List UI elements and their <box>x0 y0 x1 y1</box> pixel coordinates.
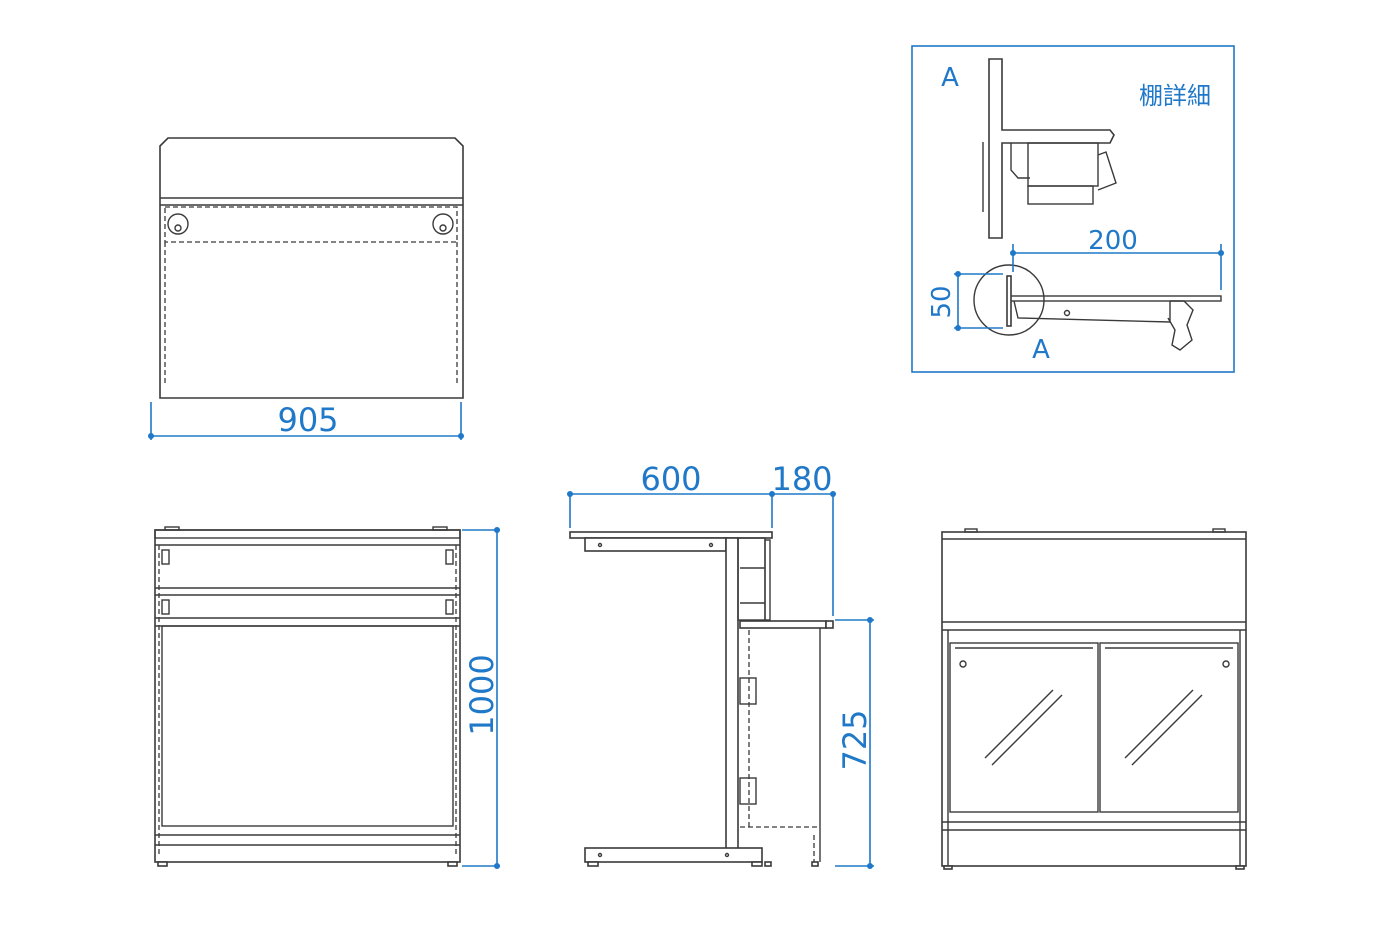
shelf-depth-label: 180 <box>771 460 832 498</box>
shelf-detail-panel: A 棚詳細 A 200 50 <box>911 45 1235 373</box>
shelf-height-label: 50 <box>927 285 957 318</box>
dimension-height: 1000 <box>462 527 501 869</box>
shelf-length-label: 200 <box>1088 226 1138 256</box>
detail-title: 棚詳細 <box>1139 82 1211 110</box>
detail-circle-marker <box>973 264 1045 336</box>
side-view <box>569 531 834 867</box>
depth-label: 600 <box>640 460 701 498</box>
section-label-bottom: A <box>1032 335 1050 365</box>
caster-icon <box>432 213 454 235</box>
height-label: 1000 <box>463 654 501 735</box>
section-label-top: A <box>941 63 959 93</box>
front-view <box>154 526 461 867</box>
width-label: 905 <box>277 401 338 439</box>
caster-icon <box>167 213 189 235</box>
counter-height-label: 725 <box>836 709 874 770</box>
top-view <box>159 137 464 399</box>
back-view <box>941 528 1247 870</box>
dimension-depth: 600 180 725 <box>567 460 874 869</box>
dimension-width: 905 <box>148 401 464 440</box>
